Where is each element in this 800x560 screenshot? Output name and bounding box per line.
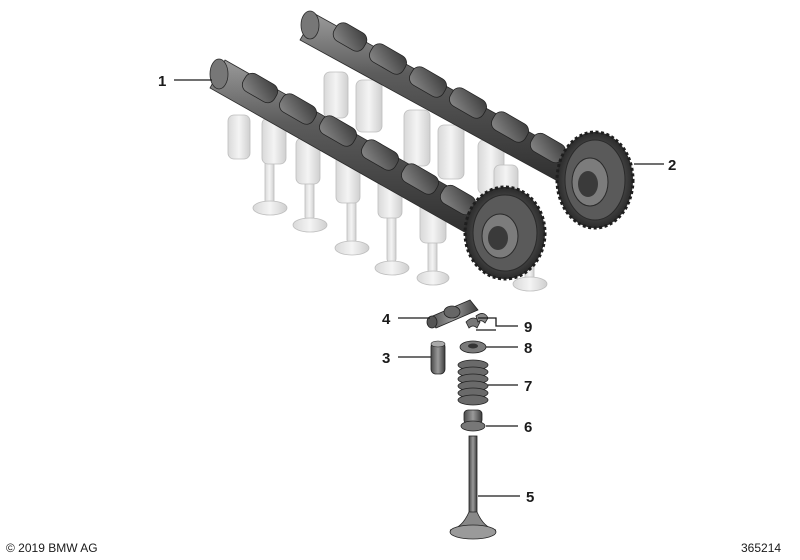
part-roller-rocker-arm — [426, 299, 479, 329]
part-valve-stem-seal — [460, 409, 486, 432]
callout-1: 1 — [158, 73, 166, 90]
part-spring-retainer — [459, 340, 487, 354]
camshaft-2 — [299, 10, 581, 186]
callout-3: 3 — [382, 350, 390, 367]
callout-4: 4 — [382, 311, 391, 328]
part-valve-spring — [457, 359, 489, 406]
sprocket-camshaft-1 — [463, 185, 547, 281]
callout-5: 5 — [526, 489, 534, 506]
camshaft-1 — [209, 58, 491, 239]
part-valve — [449, 435, 497, 540]
part-hydraulic-lash-adjuster — [430, 340, 446, 375]
leader-9 — [478, 317, 518, 327]
copyright-notice: © 2019 BMW AG — [6, 541, 98, 555]
sprocket-camshaft-2 — [555, 130, 635, 230]
part-valve-keepers — [465, 313, 489, 329]
leader-lines — [174, 79, 664, 497]
callout-7: 7 — [524, 378, 532, 395]
diagram-reference-number: 365214 — [741, 541, 782, 555]
callout-8: 8 — [524, 340, 532, 357]
callout-9: 9 — [524, 319, 532, 336]
callout-2: 2 — [668, 157, 676, 174]
callout-6: 6 — [524, 419, 532, 436]
